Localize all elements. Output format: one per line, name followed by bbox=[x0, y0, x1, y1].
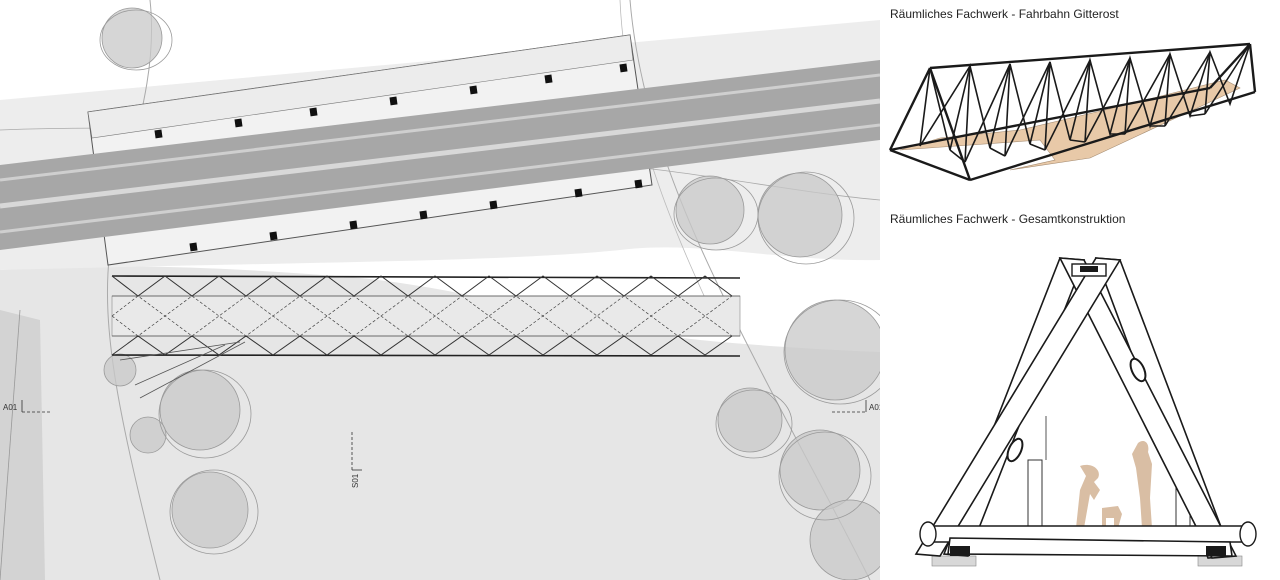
caption-section: Räumliches Fachwerk - Gesamtkonstruktion bbox=[890, 212, 1126, 226]
section-marker-a01-left bbox=[21, 400, 50, 413]
deck-piers bbox=[154, 63, 643, 252]
figure-adult bbox=[1132, 441, 1152, 528]
section-label-right: A01 bbox=[869, 403, 880, 412]
figure-child bbox=[1076, 464, 1100, 528]
section-label-left: A01 bbox=[3, 403, 18, 412]
section-label-vertical: S01 bbox=[351, 473, 360, 488]
main-road bbox=[0, 60, 880, 250]
truss-tubes bbox=[914, 257, 1253, 559]
section-marker-a01-right bbox=[832, 400, 867, 413]
site-plan: A01 A01 S01 bbox=[0, 0, 880, 580]
truss-members bbox=[888, 42, 1257, 182]
ground-left-strip bbox=[0, 310, 45, 580]
tree-outlines bbox=[99, 9, 880, 555]
caption-isometric: Räumliches Fachwerk - Fahrbahn Gitterost bbox=[890, 7, 1119, 21]
truss-bridge-plan bbox=[111, 275, 741, 399]
section-truss-view bbox=[914, 257, 1257, 567]
truss-diagonals bbox=[919, 43, 1251, 163]
figure-dog bbox=[1102, 506, 1122, 528]
detail-panel: Räumliches Fachwerk - Fahrbahn Gitterost… bbox=[880, 0, 1280, 580]
isometric-truss-view bbox=[888, 42, 1257, 182]
section-marker-s01 bbox=[351, 432, 362, 471]
